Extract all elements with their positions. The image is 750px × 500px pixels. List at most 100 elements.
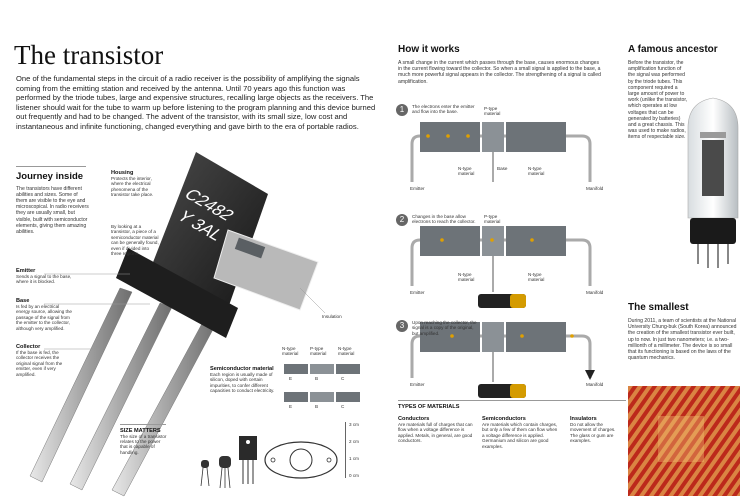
region-ptype: P-type material <box>310 346 327 357</box>
step3-electron-1 <box>450 334 454 338</box>
types-title: TYPES OF MATERIALS <box>398 403 460 410</box>
term-c-bot: C <box>341 404 345 409</box>
collector-text: If the base is fed, the collector receiv… <box>16 350 63 377</box>
step2-electron-2 <box>490 238 494 242</box>
base-text: Is fed by an electrical energy source, a… <box>16 304 72 331</box>
step2-manifold: Manifold <box>586 290 604 295</box>
step2-electron-3 <box>530 238 534 242</box>
size-scale: 3 cm 2 cm 1 cm 0 cm <box>345 422 368 479</box>
insulation-label: Insulation <box>322 314 342 319</box>
insulators-text: Do not allow the movement of charges. Th… <box>570 422 616 444</box>
step2-badge: 2 <box>396 214 408 226</box>
step1-electron-3 <box>466 134 470 138</box>
step2-text: Changes in the base allow electrons to r… <box>412 214 476 225</box>
page-title: The transistor <box>14 40 164 70</box>
step2-electron-1 <box>440 238 444 242</box>
term-c-top: C <box>341 376 345 381</box>
size-title: SIZE MATTERS <box>120 427 161 434</box>
step1-ntype-left <box>420 122 480 152</box>
size-text: The size of a transistor relates to the … <box>120 433 167 455</box>
step1-ptype <box>482 122 504 152</box>
term-e-bot: E <box>289 404 293 409</box>
block-top-p <box>310 364 334 374</box>
emitter-text: Sends a signal to the base, where it is … <box>16 274 72 285</box>
collector-title: Collector <box>16 344 41 350</box>
type-semiconductors: Semiconductors Are materials which conta… <box>482 416 558 449</box>
semiconductor-blocks <box>284 364 360 402</box>
scale-2: 2 cm <box>349 439 359 444</box>
transistor-body-lower <box>116 248 238 338</box>
step2-ptype: P-type material <box>484 214 501 225</box>
looking-label: By looking at a transistor, a piece of a… <box>111 224 159 257</box>
semiconductor-title: Semiconductor material <box>210 366 274 372</box>
step2-diagram <box>410 226 592 308</box>
step3-ntype-right <box>506 322 566 352</box>
size-small-2-leg3 <box>227 467 231 489</box>
type-insulators: Insulators Do not allow the movement of … <box>570 416 620 444</box>
microscope-pattern <box>628 386 740 496</box>
base-title: Base <box>16 298 30 304</box>
semiconductors-title: Semiconductors <box>482 416 526 422</box>
step1-badge: 1 <box>396 104 408 116</box>
term-b-bot: B <box>315 404 319 409</box>
step1-manifold: Manifold <box>586 186 604 191</box>
block-top-n1 <box>284 364 308 374</box>
intro-text: One of the fundamental steps in the circ… <box>16 74 376 131</box>
microscope-image <box>628 386 740 496</box>
tube-base <box>690 218 736 244</box>
step3-electron-2 <box>520 334 524 338</box>
step1-electron-1 <box>426 134 430 138</box>
emitter-label: Emitter Sends a signal to the base, wher… <box>16 268 72 285</box>
housing-title: Housing <box>111 170 134 176</box>
step3-text: Upon reaching the collector, the signal … <box>412 320 477 336</box>
step3-battery-cap <box>510 384 526 398</box>
size-small-1-leg2 <box>206 467 210 487</box>
collector-label: Collector If the base is fed, the collec… <box>16 344 72 377</box>
how-text: A small change in the current which pass… <box>398 60 601 85</box>
ancestor-text: Before the transistor, the amplification… <box>628 60 688 141</box>
how-diagrams <box>410 122 595 398</box>
size-small-1-leg1 <box>200 467 204 487</box>
insulators-title: Insulators <box>570 416 597 422</box>
region-ntype-left: N-type material <box>282 346 299 357</box>
step2-ntype-r: N-type material <box>528 272 545 283</box>
smallest-title: The smallest <box>628 302 689 313</box>
semiconductors-text: Are materials which contain charges, but… <box>482 422 558 449</box>
size-medium <box>239 436 257 460</box>
triode-tube-image <box>687 97 739 268</box>
journey-title: Journey inside <box>16 170 84 182</box>
tube-plate-top <box>700 132 726 138</box>
step3-arrow <box>585 370 595 380</box>
step1-base: Base <box>497 166 508 171</box>
step2-ntype-l: N-type material <box>458 272 475 283</box>
step1-ntype-l: N-type material <box>458 166 475 177</box>
semiconductor-label: Semiconductor material Each region is us… <box>210 366 278 394</box>
step3-badge: 3 <box>396 320 408 332</box>
how-title: How it works <box>398 44 460 55</box>
journey-rule <box>16 166 86 167</box>
scale-0: 0 cm <box>349 473 359 478</box>
types-rule <box>398 400 626 401</box>
step3-ptype <box>482 322 504 352</box>
step3-manifold: Manifold <box>586 382 604 387</box>
size-matters-section: SIZE MATTERS The size of a transistor re… <box>120 424 168 455</box>
step3-electron-3 <box>570 334 574 338</box>
scale-3: 3 cm <box>349 422 359 427</box>
size-large-core <box>289 448 313 472</box>
base-label: Base Is fed by an electrical energy sour… <box>16 298 72 331</box>
step1-ntype-right <box>506 122 566 152</box>
step3-diagram <box>410 322 595 398</box>
housing-text: Protects the interior, where the electri… <box>111 176 154 198</box>
term-e-top: E <box>289 376 293 381</box>
housing-label: Housing Protects the interior, where the… <box>111 170 161 198</box>
block-bot-n2 <box>336 392 360 402</box>
semiconductor-text: Each region is usually made of silicon, … <box>210 372 275 394</box>
size-small-2 <box>219 456 231 468</box>
size-large <box>264 441 338 479</box>
step1-electron-2 <box>446 134 450 138</box>
step3-ntype-left <box>420 322 480 352</box>
step1-emitter: Emitter <box>410 186 425 191</box>
step1-ntype-r: N-type material <box>528 166 545 177</box>
journey-section: Journey inside The transistors have diff… <box>16 166 90 235</box>
transistor-illustration: C2482 Y 3AL <box>29 152 326 497</box>
